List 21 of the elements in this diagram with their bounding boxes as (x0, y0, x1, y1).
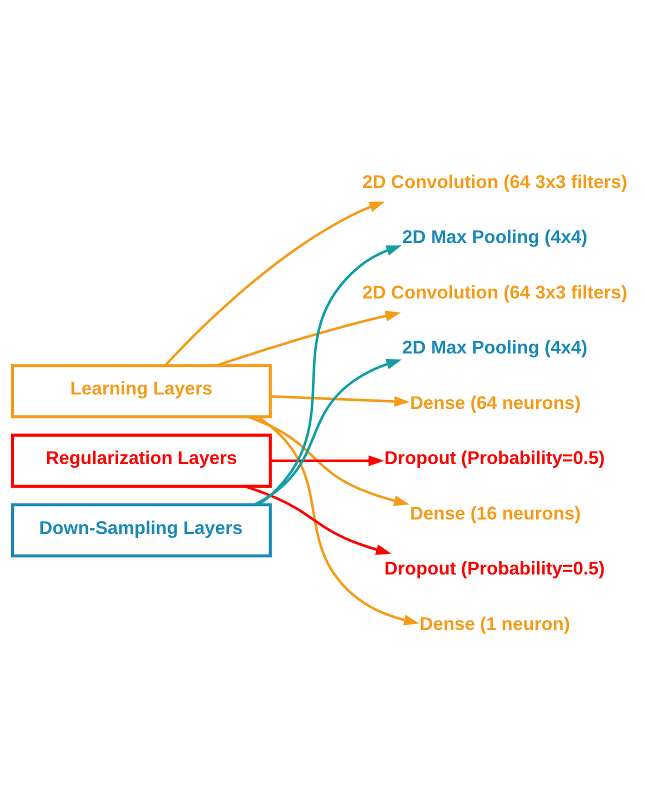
node-text: 2D Convolution (64 3x3 filters) (362, 170, 628, 192)
node-text: Dropout (Probability=0.5) (384, 558, 605, 579)
node-text: Dense (1 neuron) (420, 612, 570, 634)
arrow (164, 202, 385, 366)
node-box: Learning Layers (10, 364, 272, 418)
node-text: Dense (64 neurons) (410, 392, 581, 413)
node-box: Down-Sampling Layers (10, 503, 272, 558)
node-text: Dense (16 neurons) (410, 502, 581, 524)
node-text: 2D Convolution (64 3x3 filters) (362, 281, 628, 302)
arrow (270, 455, 384, 466)
node-box: Regularization Layers (10, 434, 272, 488)
node-text: Dropout (Probability=0.5) (384, 447, 605, 468)
arrow (244, 485, 392, 555)
node-text: 2D Max Pooling (4x4) (402, 336, 588, 358)
node-text: 2D Max Pooling (4x4) (402, 226, 588, 248)
arrow (254, 359, 402, 506)
arrow (248, 416, 410, 506)
arrow (270, 395, 410, 407)
arrow (256, 416, 420, 626)
arrow (216, 310, 401, 367)
arrow (258, 245, 402, 506)
